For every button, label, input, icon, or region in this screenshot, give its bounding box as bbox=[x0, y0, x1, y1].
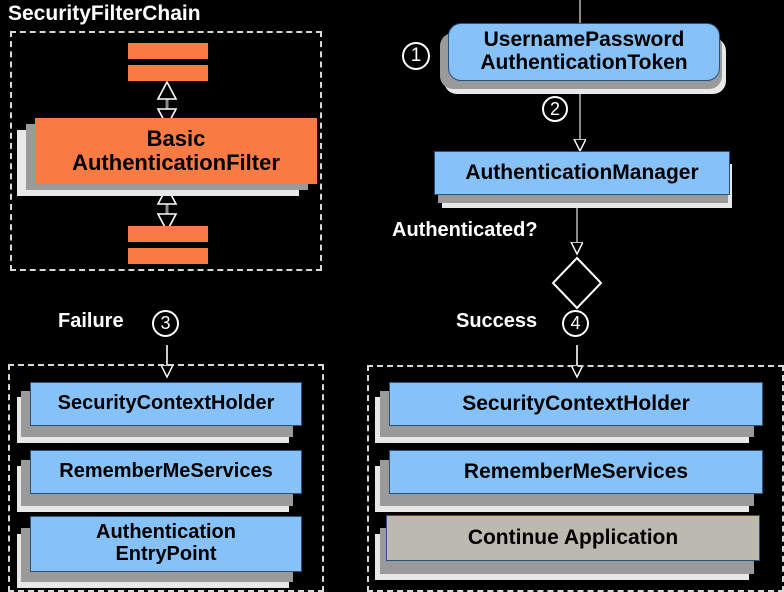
success-branch-label: Success bbox=[456, 310, 538, 332]
token-line1: UsernamePassword bbox=[483, 28, 685, 52]
filter-strip-bottom-1 bbox=[128, 226, 208, 242]
failure-branch-marker: 3 bbox=[152, 310, 179, 337]
filter-strip-top-1 bbox=[128, 43, 208, 59]
failure-branch-label: Failure bbox=[58, 310, 124, 332]
node-basic-authentication-filter[interactable]: Basic AuthenticationFilter bbox=[35, 118, 317, 184]
failure-item-1[interactable]: RememberMeServices bbox=[30, 450, 302, 494]
filter-strip-bottom-2 bbox=[128, 248, 208, 264]
success-item-1-label: RememberMeServices bbox=[463, 459, 689, 483]
failure-item-1-label: RememberMeServices bbox=[59, 460, 273, 483]
failure-item-0[interactable]: SecurityContextHolder bbox=[30, 382, 302, 426]
decision-label: Authenticated? bbox=[392, 219, 538, 241]
success-branch-container bbox=[367, 365, 784, 592]
failure-item-2[interactable]: Authentication EntryPoint bbox=[30, 516, 302, 572]
success-item-0[interactable]: SecurityContextHolder bbox=[389, 382, 763, 426]
success-item-2[interactable]: Continue Application bbox=[386, 515, 760, 561]
step-marker-2: 2 bbox=[542, 96, 568, 122]
success-item-2-label: Continue Application bbox=[467, 525, 679, 549]
security-filter-chain-container bbox=[10, 31, 322, 271]
node-authentication-manager[interactable]: AuthenticationManager bbox=[434, 151, 730, 195]
security-filter-chain-title: SecurityFilterChain bbox=[8, 2, 201, 25]
node-authentication-manager-label: AuthenticationManager bbox=[465, 160, 699, 184]
node-basic-authentication-filter-line1: Basic bbox=[146, 126, 206, 152]
success-item-0-label: SecurityContextHolder bbox=[462, 391, 690, 415]
failure-item-2-line1: Authentication bbox=[96, 521, 236, 544]
filter-strip-top-2 bbox=[128, 65, 208, 81]
failure-item-0-label: SecurityContextHolder bbox=[57, 392, 275, 415]
step-marker-1: 1 bbox=[402, 42, 430, 70]
token-line2: AuthenticationToken bbox=[480, 51, 688, 74]
node-username-password-authentication-token[interactable]: UsernamePassword AuthenticationToken bbox=[448, 23, 720, 81]
failure-branch-container bbox=[8, 364, 324, 592]
failure-item-2-line2: EntryPoint bbox=[115, 543, 217, 565]
success-item-1[interactable]: RememberMeServices bbox=[389, 450, 763, 494]
node-basic-authentication-filter-line2: AuthenticationFilter bbox=[72, 150, 280, 175]
decision-diamond bbox=[551, 256, 603, 310]
success-branch-marker: 4 bbox=[562, 310, 589, 337]
